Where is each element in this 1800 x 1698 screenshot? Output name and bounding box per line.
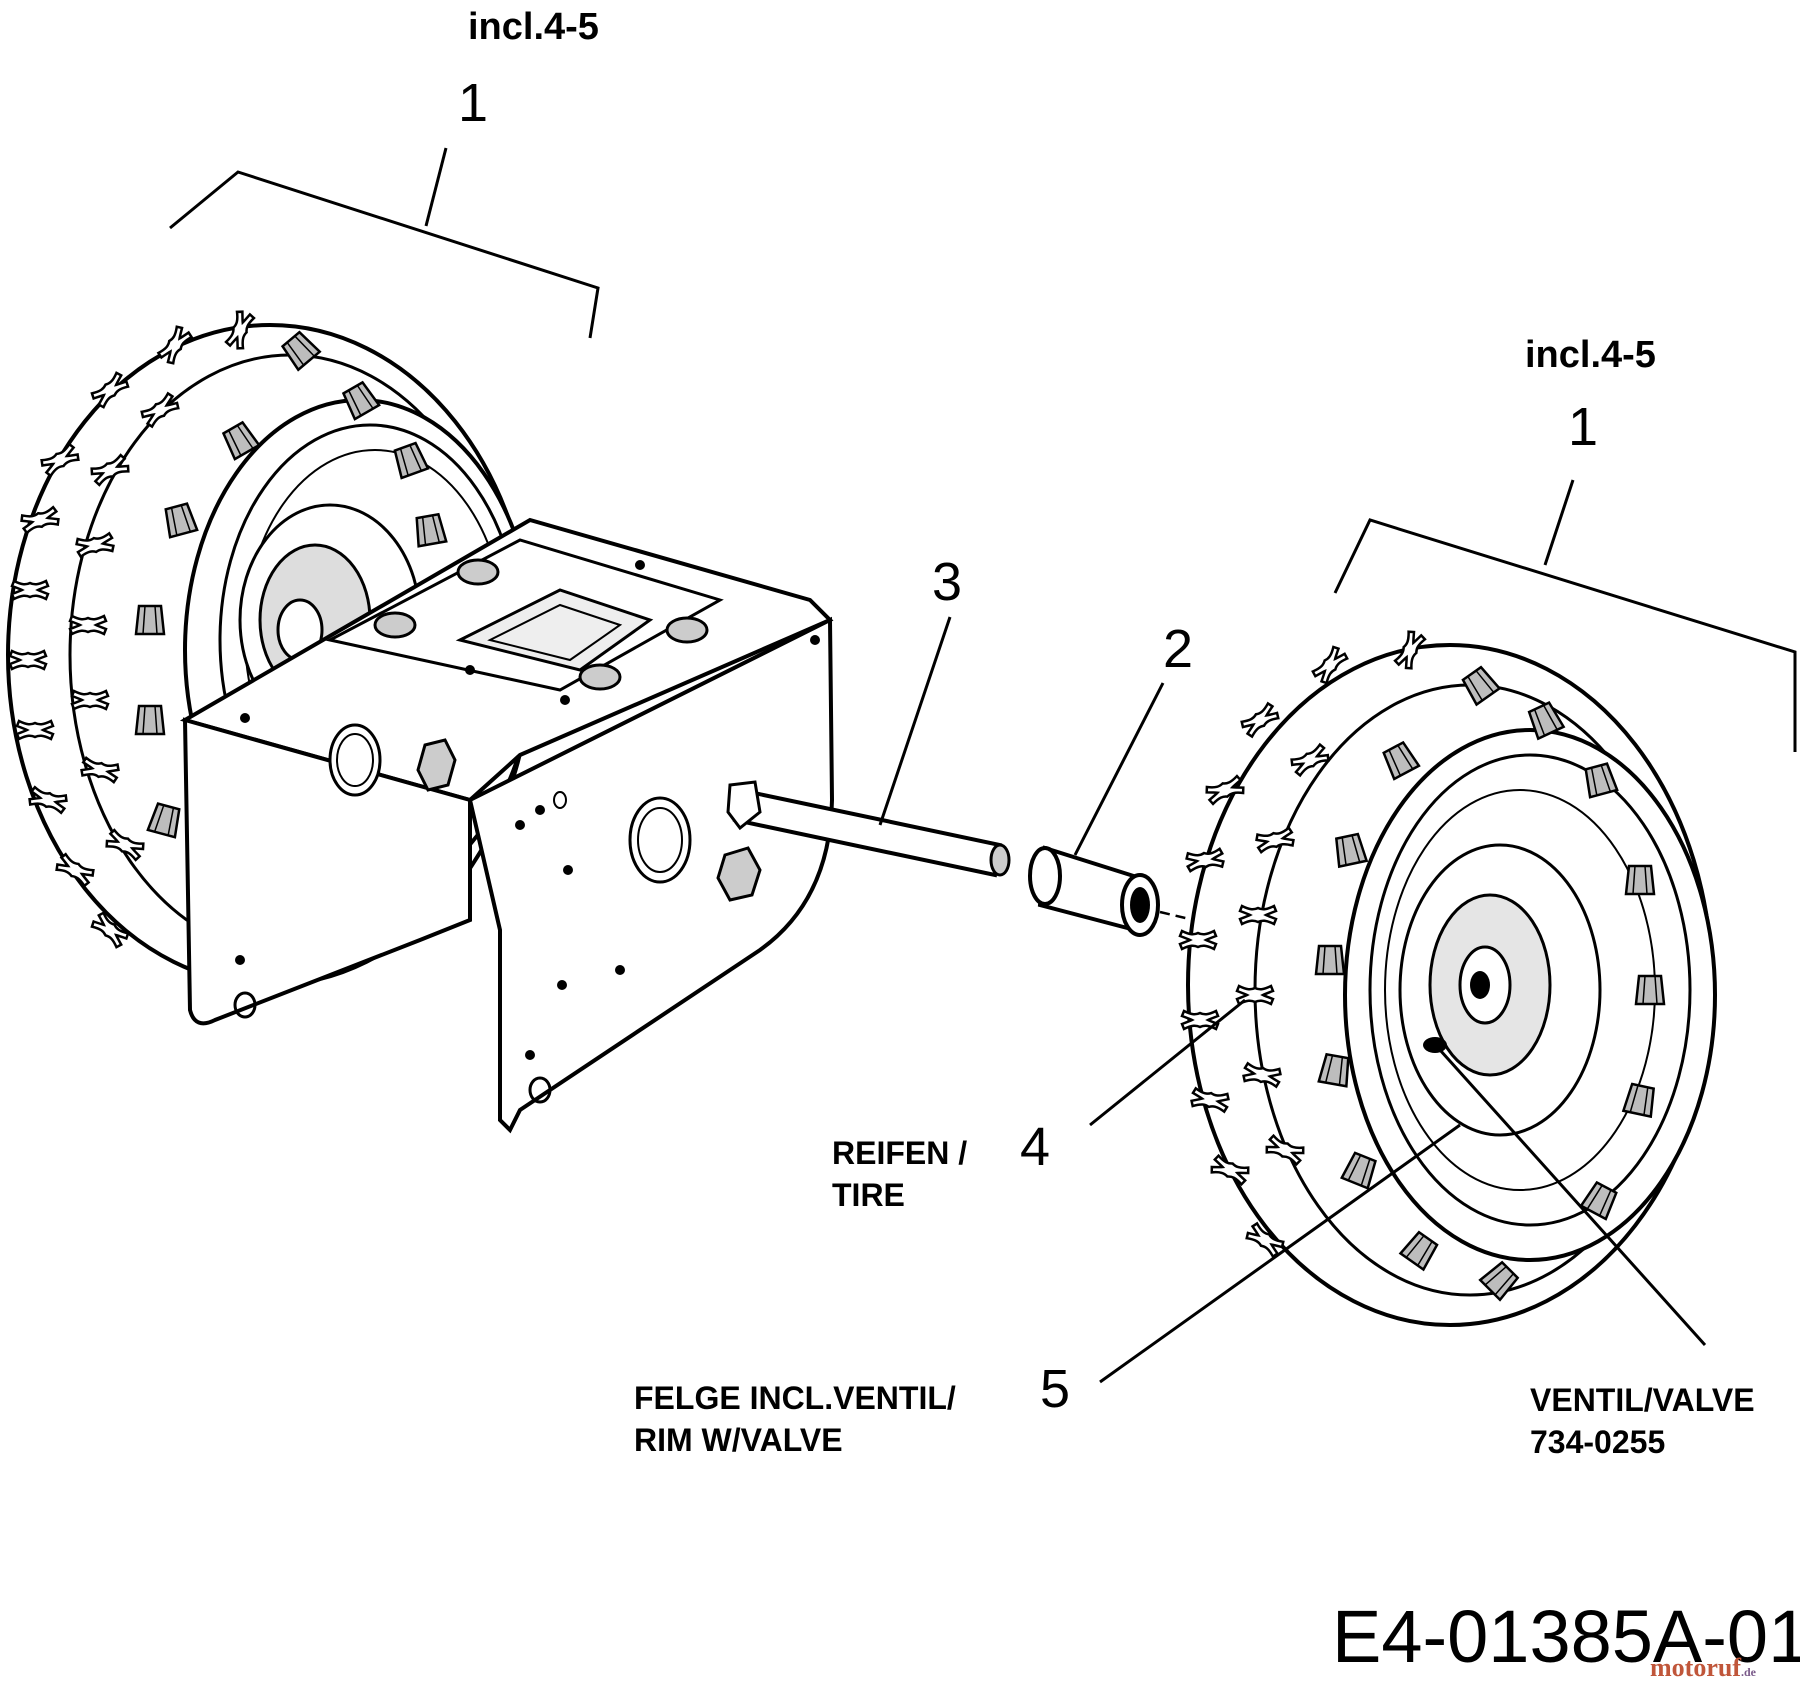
rim-label-line2: RIM W/VALVE	[634, 1421, 843, 1458]
tire-label-line2: TIRE	[832, 1176, 905, 1213]
callout-4: 4	[1020, 1117, 1051, 1177]
callout-1-right: 1	[1568, 397, 1599, 457]
callout-2: 2	[1163, 619, 1194, 679]
right-wheel	[1178, 628, 1717, 1327]
watermark-suffix: .de	[1740, 1665, 1756, 1679]
watermark: motoruf.de	[1650, 1655, 1756, 1681]
valve-label: VENTIL/VALVE 734-0255	[1530, 1380, 1755, 1463]
rim-label: FELGE INCL.VENTIL/ RIM W/VALVE	[634, 1378, 956, 1461]
wheel-axle-frame	[179, 517, 835, 1134]
callout-3: 3	[932, 552, 963, 612]
callout-5: 5	[1040, 1359, 1071, 1419]
drawing-code: E4-01385A-01	[1332, 1595, 1800, 1678]
include-note-right: incl.4-5	[1525, 334, 1656, 376]
valve-label-line1: VENTIL/VALVE	[1530, 1382, 1755, 1418]
callout-lines	[169, 147, 1797, 1384]
include-note-left: incl.4-5	[468, 6, 599, 48]
axle-shaft	[726, 780, 1011, 878]
watermark-main: motoruf	[1650, 1653, 1741, 1682]
valve-label-line2: 734-0255	[1530, 1423, 1666, 1460]
spacer-tube	[1028, 845, 1216, 937]
tire-label: REIFEN / TIRE	[832, 1133, 967, 1216]
callout-1-left: 1	[458, 73, 489, 133]
tire-label-line1: REIFEN /	[832, 1135, 968, 1171]
rim-label-line1: FELGE INCL.VENTIL/	[634, 1380, 956, 1416]
